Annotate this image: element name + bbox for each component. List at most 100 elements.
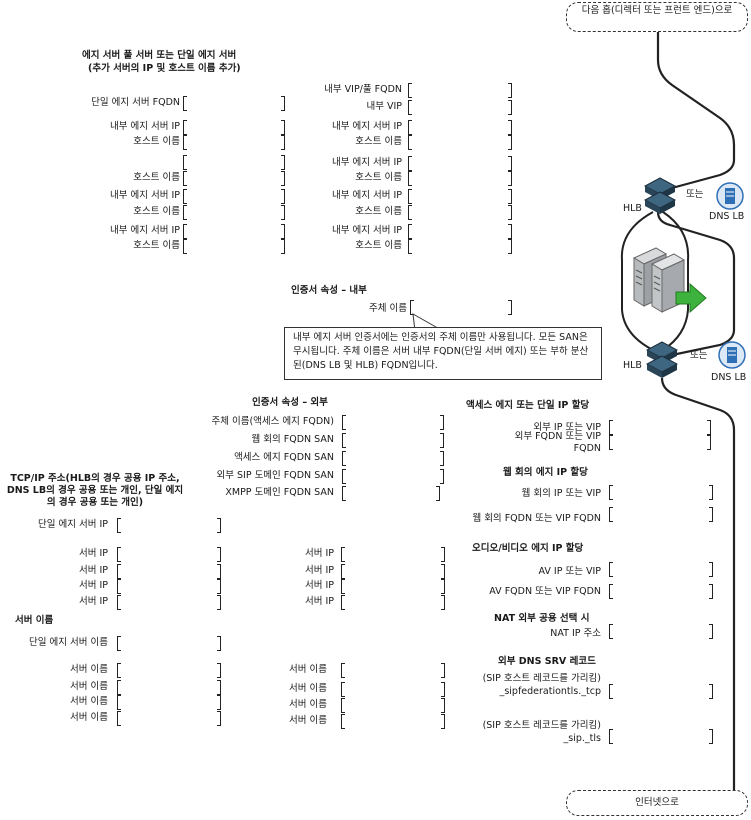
- dns-srv-title: 외부 DNS SRV 레코드: [498, 656, 596, 667]
- srv1-field[interactable]: [609, 684, 713, 699]
- single-edge-name-field[interactable]: [117, 636, 221, 651]
- server-ip-label-5: 서버 IP: [304, 548, 334, 559]
- srv1-name-label: _sipfederationtls._tcp: [499, 686, 601, 697]
- callout-pointer: [412, 313, 444, 332]
- server-ip-field-7[interactable]: [341, 579, 445, 594]
- server-ip-label-1: 서버 IP: [78, 548, 108, 559]
- cert-ext-field-4[interactable]: [342, 469, 444, 484]
- webconf-ip-field[interactable]: [609, 485, 713, 500]
- edge-pool-subtitle: (추가 서버의 IP 및 호스트 이름 추가): [88, 63, 241, 74]
- internal-edge-ip-field-7[interactable]: [408, 189, 512, 204]
- server-name-field-5[interactable]: [341, 663, 445, 678]
- internal-edge-ip-field-3[interactable]: [183, 189, 285, 204]
- host-name-field-2[interactable]: [183, 171, 285, 186]
- subject-name-field[interactable]: [410, 300, 512, 315]
- host-name-label-8: 호스트 이름: [355, 240, 402, 251]
- host-name-label-6: 호스트 이름: [355, 172, 402, 183]
- or-label-bottom: 또는: [690, 350, 708, 361]
- webconf-fqdn-label: 웹 회의 FQDN 또는 VIP FQDN: [472, 513, 601, 524]
- cert-ext-field-label-1: 주체 이름(액세스 에지 FQDN): [211, 416, 335, 427]
- internal-edge-ip-field-4[interactable]: [183, 224, 285, 239]
- server-name-label-7: 서버 이름: [289, 699, 327, 710]
- dns-lb-icon: [716, 182, 744, 210]
- server-name-label-1: 서버 이름: [70, 664, 108, 675]
- server-name-field-7[interactable]: [341, 698, 445, 713]
- dns-lb-label-top: DNS LB: [709, 211, 745, 222]
- internal-edge-ip-field-8[interactable]: [408, 224, 512, 239]
- webconf-title: 웹 회의 에지 IP 할당: [503, 467, 588, 478]
- internal-edge-ip-field-1[interactable]: [183, 120, 285, 135]
- internal-edge-ip-label-8: 내부 에지 서버 IP: [331, 225, 402, 236]
- host-name-label-5: 호스트 이름: [355, 136, 402, 147]
- edge-servers-icon: [632, 247, 707, 314]
- host-name-label-1: 호스트 이름: [133, 136, 180, 147]
- server-ip-field-2[interactable]: [117, 564, 221, 579]
- cert-ext-field-5[interactable]: [342, 486, 440, 501]
- single-edge-fqdn-field[interactable]: [183, 96, 285, 111]
- server-ip-field-4[interactable]: [117, 595, 221, 610]
- host-name-label-2: 호스트 이름: [133, 172, 180, 183]
- av-ip-label: AV IP 또는 VIP: [538, 566, 602, 577]
- server-name-field-2[interactable]: [117, 680, 221, 695]
- server-name-label-5: 서버 이름: [289, 664, 327, 675]
- hlb-label-bottom: HLB: [623, 360, 642, 371]
- next-hop-cloud: 다음 홉(디렉터 또는 프런트 엔드)으로: [566, 2, 748, 32]
- access-ext-ip-label: 외부 IP 또는 VIP: [533, 422, 601, 433]
- host-name-field-4[interactable]: [183, 239, 285, 254]
- cert-ext-field-2[interactable]: [342, 433, 444, 448]
- single-edge-name-label: 단일 에지 서버 이름: [29, 637, 108, 648]
- host-name-label-3: 호스트 이름: [133, 206, 180, 217]
- access-ext-ip-field[interactable]: [609, 420, 711, 435]
- host-name-field-7[interactable]: [408, 205, 512, 220]
- webconf-fqdn-field[interactable]: [609, 507, 713, 522]
- cert-ext-field-label-4: 외부 SIP 도메인 FQDN SAN: [216, 470, 334, 481]
- server-ip-field-1[interactable]: [117, 547, 221, 562]
- server-names-title: 서버 이름: [15, 615, 54, 626]
- server-name-field-8[interactable]: [341, 714, 445, 729]
- dns-lb-label-bottom: DNS LB: [711, 372, 747, 383]
- cert-internal-title: 인증서 속성 – 내부: [291, 285, 367, 296]
- internal-vip-fqdn-label: 내부 VIP/풀 FQDN: [324, 84, 402, 95]
- internal-edge-ip-label-7: 내부 에지 서버 IP: [331, 190, 402, 201]
- internet-label: 인터넷으로: [635, 797, 679, 808]
- server-ip-field-5[interactable]: [341, 547, 445, 562]
- server-ip-label-4: 서버 IP: [78, 596, 108, 607]
- access-edge-title: 액세스 에지 또는 단일 IP 할당: [466, 400, 590, 411]
- host-name-field-6[interactable]: [408, 171, 512, 186]
- server-ip-field-6[interactable]: [341, 564, 445, 579]
- internal-edge-ip-label-6: 내부 에지 서버 IP: [331, 157, 402, 168]
- host-name-field-1[interactable]: [183, 135, 285, 150]
- srv2-field[interactable]: [609, 729, 713, 744]
- internal-vip-fqdn-field[interactable]: [408, 83, 512, 98]
- internal-vip-field[interactable]: [408, 100, 512, 115]
- server-ip-field-3[interactable]: [117, 579, 221, 594]
- or-label-top: 또는: [686, 189, 704, 200]
- cert-ext-field-1[interactable]: [342, 415, 444, 430]
- internal-vip-label: 내부 VIP: [366, 101, 402, 112]
- server-ip-label-2: 서버 IP: [78, 565, 108, 576]
- cert-note: 내부 에지 서버 인증서에는 인증서의 주체 이름만 사용됩니다. 모든 SAN…: [284, 327, 602, 380]
- host-name-field-8[interactable]: [408, 239, 512, 254]
- host-name-field-3[interactable]: [183, 205, 285, 220]
- subject-name-label: 주체 이름: [369, 303, 407, 314]
- internal-edge-ip-field-6[interactable]: [408, 156, 512, 171]
- access-ext-fqdn-field[interactable]: [609, 435, 711, 450]
- server-name-label-3: 서버 이름: [70, 696, 108, 707]
- internal-edge-ip-field-5[interactable]: [408, 120, 512, 135]
- next-hop-label: 다음 홉(디렉터 또는 프런트 엔드)으로: [581, 5, 733, 16]
- cert-ext-field-3[interactable]: [342, 451, 444, 466]
- av-fqdn-field[interactable]: [609, 584, 713, 599]
- server-name-field-6[interactable]: [341, 682, 445, 697]
- server-ip-label-6: 서버 IP: [304, 565, 334, 576]
- server-ip-field-8[interactable]: [341, 595, 445, 610]
- single-edge-ip-field[interactable]: [117, 518, 221, 533]
- cert-ext-field-label-2: 웹 회의 FQDN SAN: [251, 434, 334, 445]
- host-name-field-5[interactable]: [408, 135, 512, 150]
- av-ip-field[interactable]: [609, 562, 713, 577]
- server-name-field-3[interactable]: [117, 695, 221, 710]
- server-name-field-1[interactable]: [117, 663, 221, 678]
- cert-ext-field-label-3: 액세스 에지 FQDN SAN: [234, 452, 334, 463]
- server-name-field-4[interactable]: [117, 711, 221, 726]
- internal-edge-ip-field-2[interactable]: [183, 155, 285, 170]
- nat-ip-field[interactable]: [609, 624, 713, 639]
